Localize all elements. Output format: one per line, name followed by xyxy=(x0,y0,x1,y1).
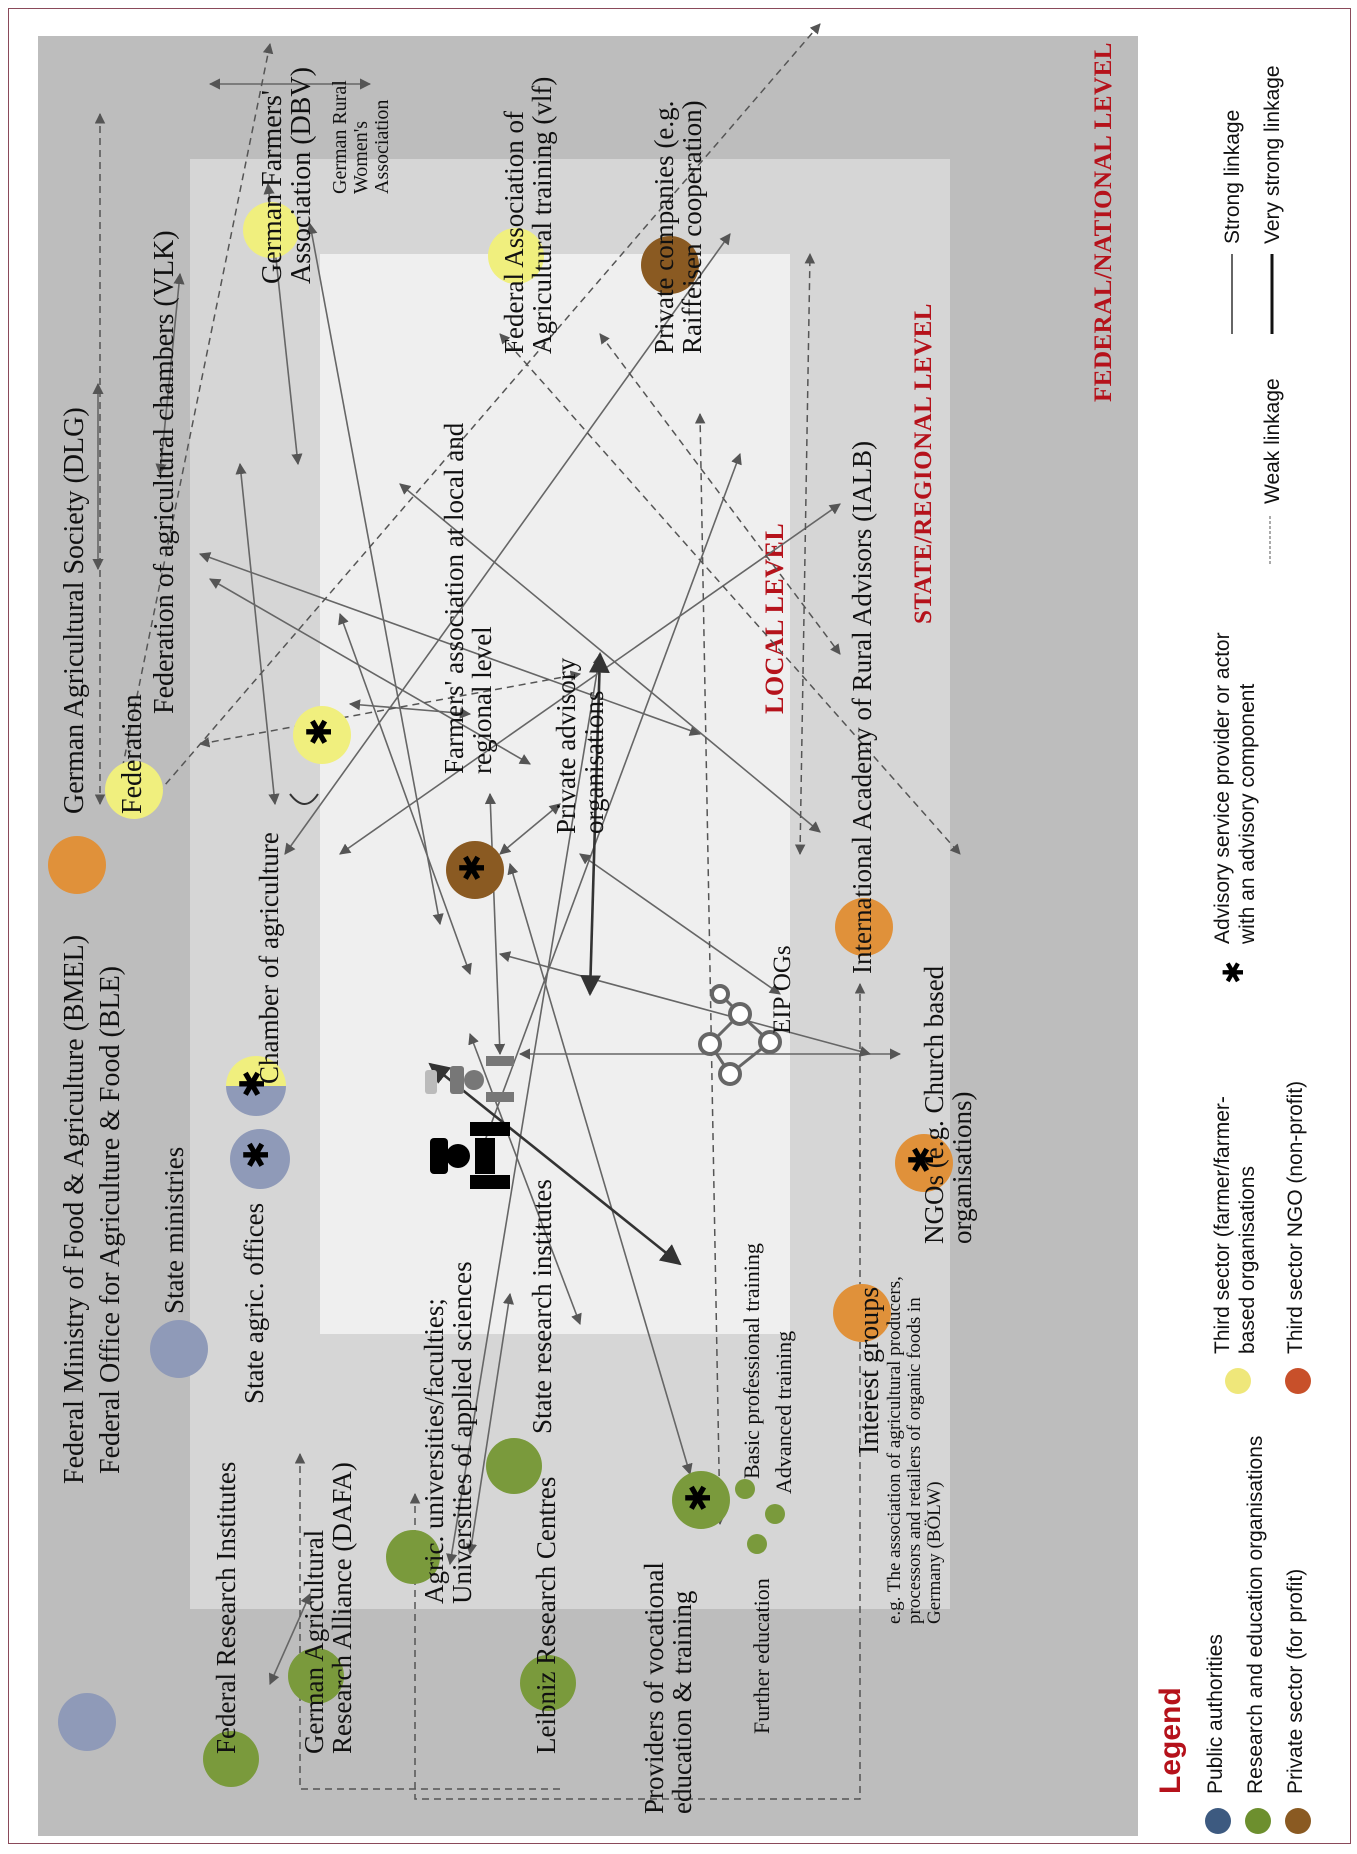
legend-weak: Weak linkage xyxy=(1261,378,1284,504)
legend-strong: Strong linkage xyxy=(1221,109,1244,244)
legend-very-strong: Very strong linkage xyxy=(1261,65,1284,244)
